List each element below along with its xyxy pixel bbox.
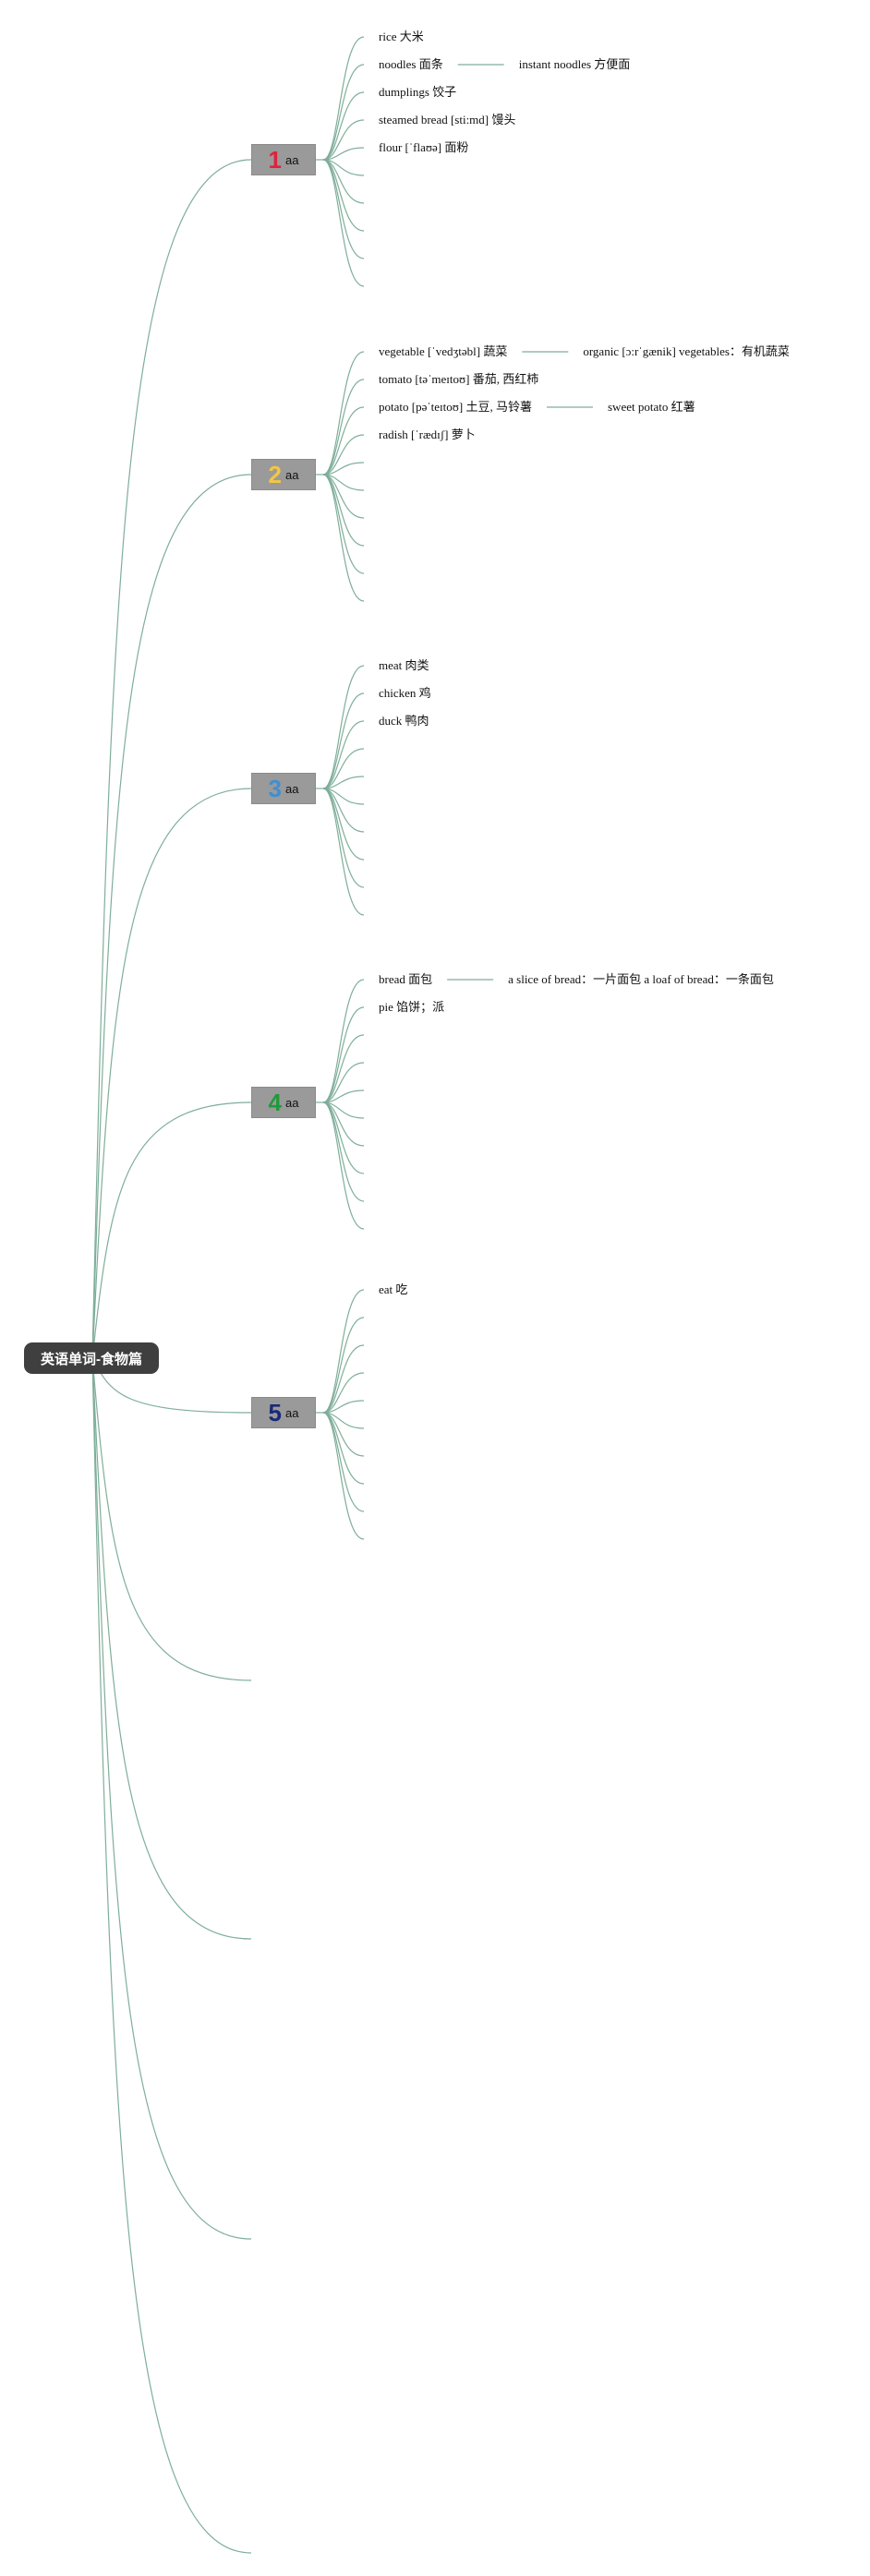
branch-connector [91,474,252,1359]
child-topic[interactable]: sweet potato 红薯 [608,400,695,414]
leaf-connector [322,1101,365,1230]
child-topic[interactable]: a slice of bread：一片面包 a loaf of bread：一条… [508,972,774,986]
leaf-topic[interactable]: potato [pəˈteɪtoʊ] 土豆, 马铃薯 [379,400,532,414]
leaf-topic[interactable]: vegetable [ˈvedʒtəbl] 蔬菜 [379,344,508,358]
leaf-connector [322,1372,365,1414]
branch-label: aa [285,152,299,167]
leaf-connector [322,379,365,475]
leaf-connector [322,64,365,161]
leaf-connector [322,1412,365,1540]
branch-label: aa [285,1405,299,1420]
leaf-topic[interactable]: flour [ˈflaʊə] 面粉 [379,140,469,154]
leaf-topic[interactable]: noodles 面条 [379,57,443,71]
leaf-connector [322,720,365,789]
leaf-connector [322,788,365,916]
leaf-connector [322,474,365,602]
empty-branch-connector [91,1357,252,1681]
branch-number: 1 [268,146,282,174]
branch-label: aa [285,781,299,796]
leaf-connector [322,159,365,287]
leaf-connector [322,147,365,161]
leaf-connector [322,1034,365,1103]
leaf-connector [322,474,365,519]
leaf-topic[interactable]: bread 面包 [379,972,433,986]
leaf-connector [322,1412,365,1457]
branch-number: 2 [268,461,282,488]
leaf-connector [322,1101,365,1147]
leaf-topic[interactable]: chicken 鸡 [379,686,431,700]
leaf-topic[interactable]: eat 吃 [379,1282,408,1296]
leaf-connector [322,788,365,833]
branch-label: aa [285,1095,299,1110]
leaf-topic[interactable]: tomato [təˈmeɪtoʊ] 番茄, 西红柿 [379,372,539,386]
leaf-connector [322,1400,365,1414]
leaf-connector [322,36,365,161]
leaf-topic[interactable]: dumplings 饺子 [379,85,457,99]
leaf-connector [322,665,365,789]
branch-connector [91,1101,252,1359]
root-topic[interactable]: 英语单词-食物篇 [24,1342,159,1374]
leaf-connector [322,1317,365,1414]
branch-connector [91,159,252,1359]
leaf-topic[interactable]: meat 肉类 [379,658,429,672]
leaf-connector [322,1062,365,1103]
leaf-connector [322,434,365,475]
empty-branch-connector [91,1357,252,2554]
child-topic[interactable]: instant noodles 方便面 [518,57,631,71]
leaf-connector [322,776,365,789]
empty-branch-connector [91,1357,252,2240]
leaf-connector [322,351,365,475]
leaf-connector [322,1344,365,1414]
leaf-topic[interactable]: pie 馅饼；派 [379,1000,445,1014]
leaf-connector [322,748,365,789]
leaf-topic[interactable]: rice 大米 [379,30,424,43]
branch-number: 5 [268,1399,282,1426]
root-topic-label: 英语单词-食物篇 [41,1351,142,1367]
leaf-connector [322,406,365,475]
leaf-connector [322,1006,365,1103]
empty-branch-connector [91,1357,252,1940]
leaf-connector [322,692,365,789]
branch-number: 4 [268,1089,282,1116]
leaf-topic[interactable]: steamed bread [sti:md] 馒头 [379,113,516,126]
leaf-topic[interactable]: duck 鸭肉 [379,714,429,728]
leaf-connector [322,159,365,204]
leaf-connector [322,91,365,161]
branch-number: 3 [268,775,282,802]
leaf-topic[interactable]: radish [ˈrædɪʃ] 萝卜 [379,427,476,441]
leaf-connector [322,1289,365,1414]
leaf-connector [322,462,365,475]
leaf-connector [322,979,365,1103]
branch-label: aa [285,467,299,482]
leaf-connector [322,1089,365,1103]
child-topic[interactable]: organic [ɔ:rˈgænik] vegetables：有机蔬菜 [583,344,790,358]
leaf-connector [322,119,365,161]
branch-connector [91,788,252,1359]
